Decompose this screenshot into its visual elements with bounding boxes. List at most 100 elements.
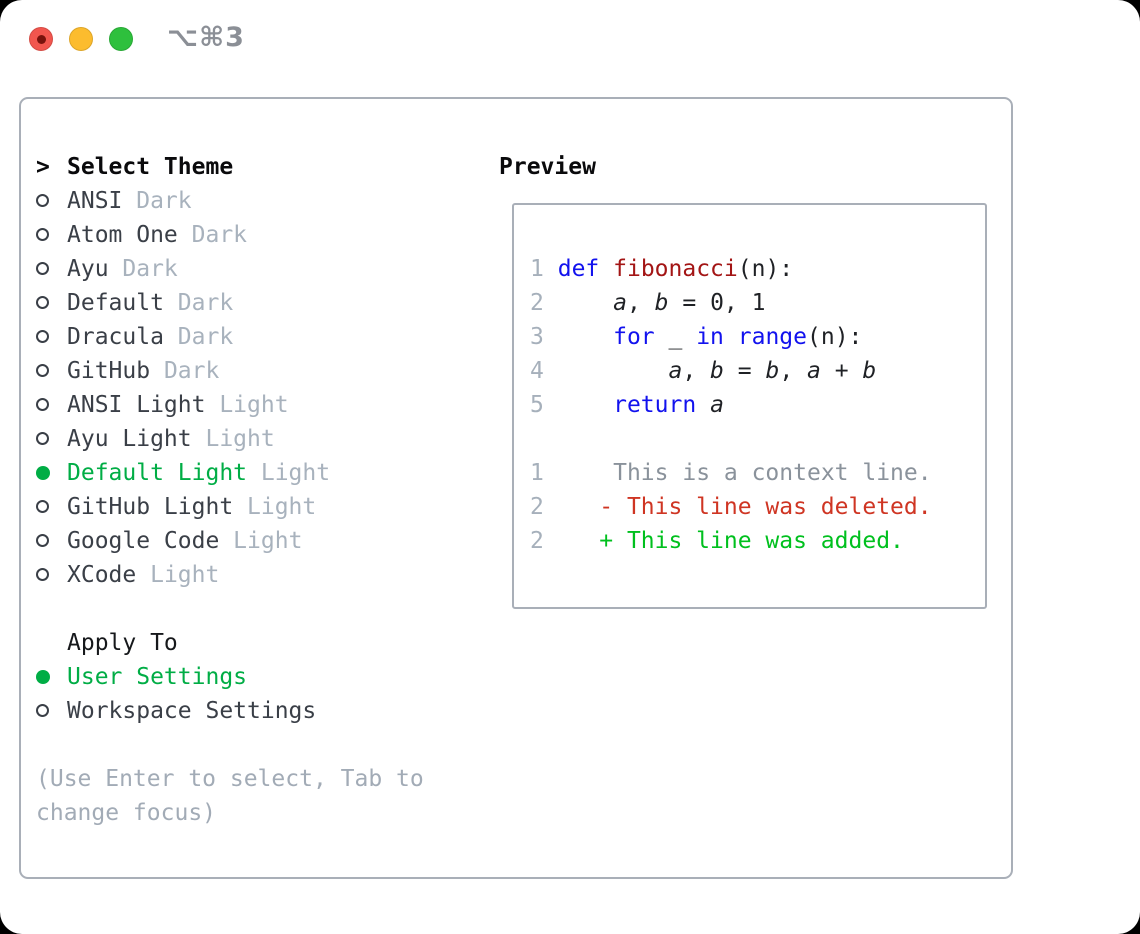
- variant-badge: Dark: [108, 256, 178, 282]
- indent-spacer: [36, 286, 67, 320]
- preview-line: 4 a, b = b, a + b: [530, 354, 932, 388]
- code-token: 1: [530, 256, 544, 282]
- indent-spacer: [36, 252, 67, 286]
- traffic-lights: [29, 27, 133, 51]
- code-token: [544, 528, 599, 554]
- radio-unselected-icon: [36, 568, 49, 581]
- theme-option-github-light[interactable]: GitHub Light Light: [36, 490, 424, 524]
- code-token: - This line was deleted.: [599, 494, 932, 520]
- code-token: [544, 290, 613, 316]
- radio-unselected-icon: [36, 194, 49, 207]
- spacer: [36, 592, 424, 626]
- indent-spacer: [36, 660, 67, 694]
- option-label: ANSI Light: [67, 392, 206, 418]
- code-token: a: [710, 392, 724, 418]
- code-token: fibonacci: [613, 256, 738, 282]
- code-token: return: [613, 392, 697, 418]
- radio-unselected-icon: [36, 500, 49, 513]
- preview-line: 5 return a: [530, 388, 932, 422]
- theme-option-github[interactable]: GitHub Dark: [36, 354, 424, 388]
- spacer: [36, 728, 424, 762]
- help-text-line-1: (Use Enter to select, Tab to: [36, 766, 424, 792]
- code-token: [544, 392, 613, 418]
- theme-option-default-light[interactable]: Default Light Light: [36, 456, 424, 490]
- close-button-icon[interactable]: [29, 27, 53, 51]
- option-label: Google Code: [67, 528, 220, 554]
- code-token: ,: [779, 358, 808, 384]
- preview-line: 3 for _ in range(n):: [530, 320, 932, 354]
- option-label: Default Light: [67, 460, 248, 486]
- preview-title: Preview: [499, 154, 596, 180]
- indent-spacer: [36, 184, 67, 218]
- zoom-button-icon[interactable]: [109, 27, 133, 51]
- minimize-button-icon[interactable]: [69, 27, 93, 51]
- indent-spacer: [36, 320, 67, 354]
- theme-option-google-code[interactable]: Google Code Light: [36, 524, 424, 558]
- theme-option-ayu-light[interactable]: Ayu Light Light: [36, 422, 424, 456]
- code-token: a: [613, 290, 627, 316]
- apply-option-workspace-settings[interactable]: Workspace Settings: [36, 694, 424, 728]
- option-label: Default: [67, 290, 164, 316]
- code-token: 2: [530, 290, 544, 316]
- code-token: [544, 324, 613, 350]
- indent-spacer: [36, 626, 67, 660]
- option-label: Ayu: [67, 256, 109, 282]
- radio-unselected-icon: [36, 228, 49, 241]
- code-token: 2: [530, 494, 544, 520]
- code-token: 5: [530, 392, 544, 418]
- option-label: Workspace Settings: [67, 698, 317, 724]
- radio-selected-icon: [36, 670, 50, 684]
- apply-option-user-settings[interactable]: User Settings: [36, 660, 424, 694]
- preview-line: 2 - This line was deleted.: [530, 490, 932, 524]
- code-token: +: [820, 358, 863, 384]
- radio-unselected-icon: [36, 534, 49, 547]
- variant-badge: Dark: [150, 358, 220, 384]
- code-token: for: [613, 324, 655, 350]
- variant-badge: Dark: [163, 324, 234, 350]
- help-text-line-2: change focus): [36, 800, 217, 826]
- radio-unselected-icon: [36, 296, 49, 309]
- code-token: [724, 324, 738, 350]
- code-token: 1: [530, 460, 544, 486]
- code-token: b: [765, 358, 780, 384]
- option-label: ANSI: [67, 188, 123, 214]
- variant-badge: Light: [191, 426, 275, 452]
- theme-option-dracula[interactable]: Dracula Dark: [36, 320, 424, 354]
- select-theme-title: Select Theme: [67, 154, 234, 180]
- code-token: (n):: [737, 256, 794, 282]
- code-token: def: [557, 256, 600, 282]
- code-token: range: [737, 324, 808, 350]
- code-token: + This line was added.: [599, 528, 904, 554]
- preview-line: 2 + This line was added.: [530, 524, 932, 558]
- code-token: a: [807, 358, 821, 384]
- code-token: 3: [530, 324, 544, 350]
- theme-option-ayu[interactable]: Ayu Dark: [36, 252, 424, 286]
- window-shortcut-label: ⌥⌘3: [167, 22, 245, 53]
- code-token: in: [696, 324, 724, 350]
- code-token: b: [654, 290, 669, 316]
- code-token: [544, 494, 599, 520]
- variant-badge: Dark: [122, 188, 192, 214]
- preview-line: 1 def fibonacci(n):: [530, 252, 932, 286]
- code-token: 2: [530, 528, 544, 554]
- indent-spacer: [36, 456, 67, 490]
- indent-spacer: [36, 694, 67, 728]
- theme-option-xcode[interactable]: XCode Light: [36, 558, 424, 592]
- theme-option-ansi-light[interactable]: ANSI Light Light: [36, 388, 424, 422]
- indent-spacer: [36, 558, 67, 592]
- radio-unselected-icon: [36, 398, 49, 411]
- preview-line: 1 This is a context line.: [530, 456, 932, 490]
- code-token: b: [710, 358, 724, 384]
- theme-option-atom-one[interactable]: Atom One Dark: [36, 218, 424, 252]
- option-label: GitHub: [67, 358, 151, 384]
- code-token: (n):: [807, 324, 863, 350]
- code-token: [599, 256, 613, 282]
- theme-option-ansi[interactable]: ANSI Dark: [36, 184, 424, 218]
- theme-option-default[interactable]: Default Dark: [36, 286, 424, 320]
- variant-badge: Light: [136, 562, 220, 588]
- variant-badge: Dark: [163, 290, 234, 316]
